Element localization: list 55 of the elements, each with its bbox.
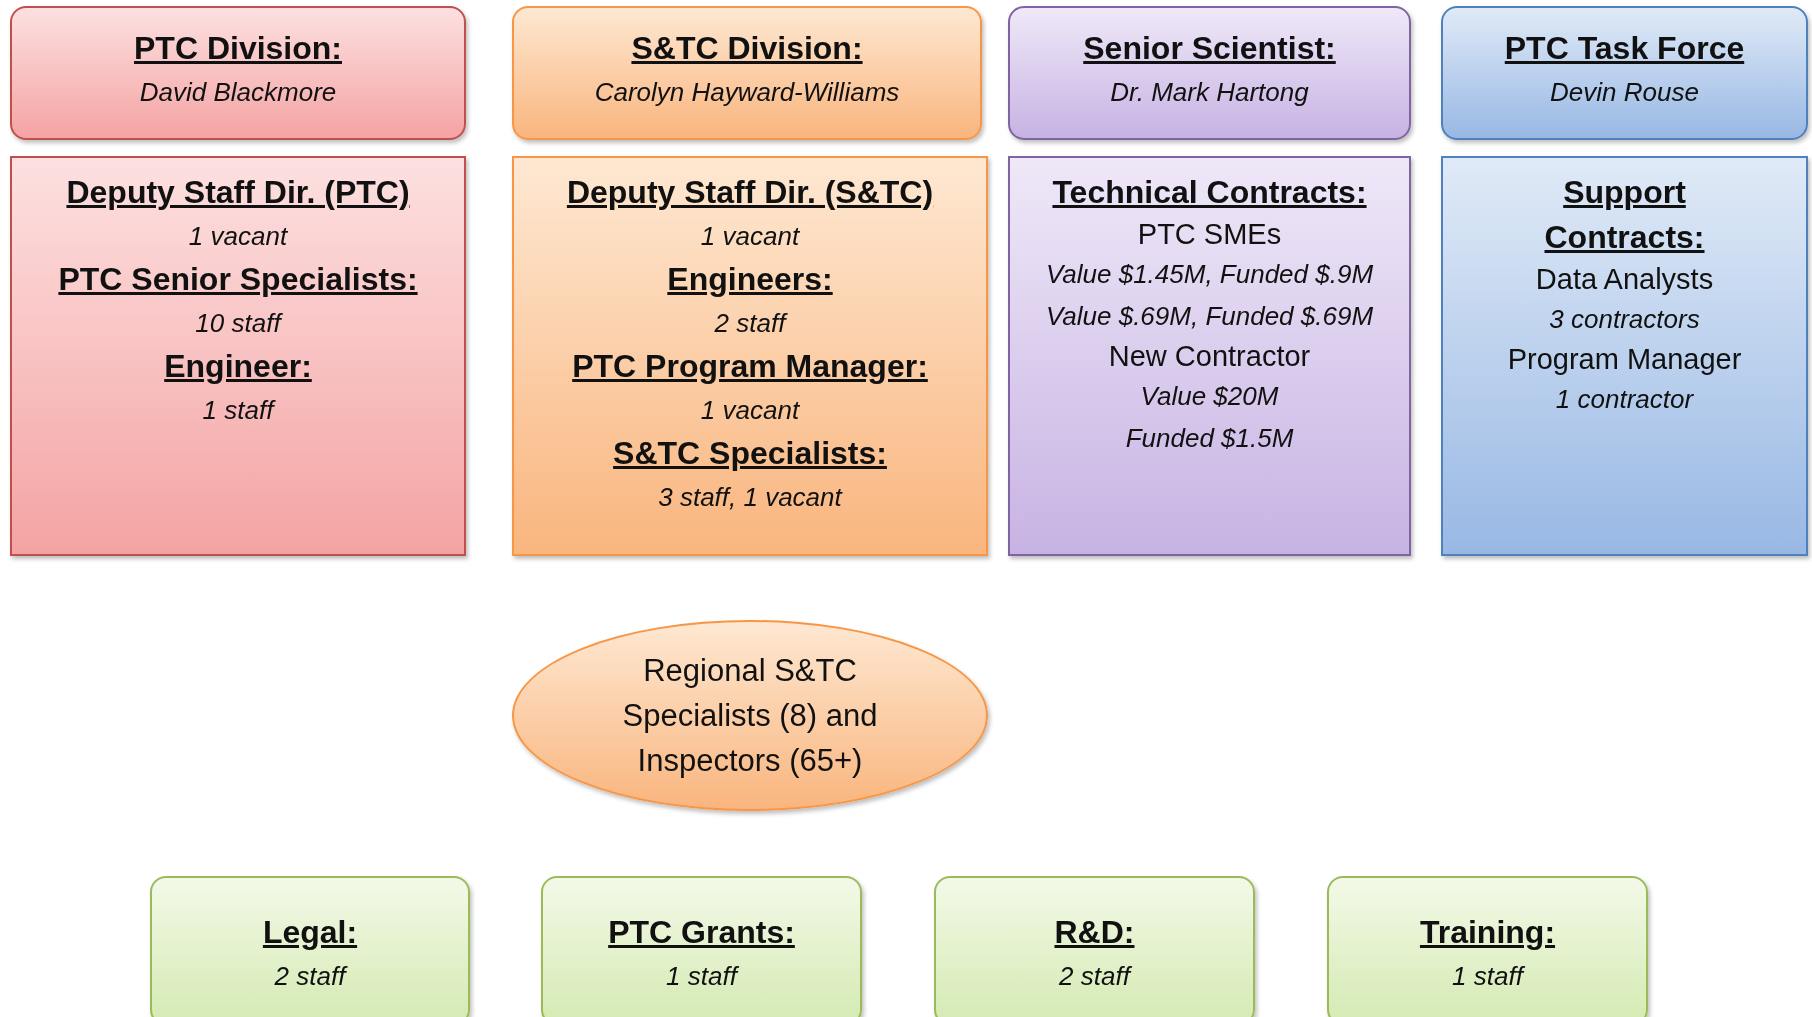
- heading: Senior Scientist:: [1083, 29, 1336, 68]
- heading: PTC Task Force: [1504, 29, 1745, 68]
- node-text: Regional S&TC Specialists (8) and Inspectors (65+): [621, 652, 879, 780]
- detail-text: Funded $1.5M: [1125, 422, 1294, 455]
- item-text: PTC SMEs: [1137, 217, 1282, 252]
- org-box: [1441, 156, 1808, 556]
- heading: PTC Program Manager:: [572, 347, 928, 386]
- org-box: [512, 156, 988, 556]
- detail-text: 1 vacant: [700, 220, 800, 253]
- heading: Technical Contracts:: [1052, 173, 1367, 212]
- detail-text: Dr. Mark Hartong: [1110, 76, 1309, 109]
- org-box: [10, 156, 466, 556]
- heading: Support Contracts:: [1543, 173, 1706, 257]
- detail-text: David Blackmore: [139, 76, 337, 109]
- heading: Engineer:: [164, 347, 312, 386]
- item-text: Program Manager: [1507, 342, 1742, 377]
- detail-text: 1 staff: [1452, 960, 1523, 993]
- org-box: [934, 876, 1255, 1017]
- heading: Deputy Staff Dir. (S&TC): [566, 173, 934, 212]
- heading: Training:: [1419, 913, 1556, 952]
- detail-text: 1 vacant: [188, 220, 288, 253]
- heading: Legal:: [262, 913, 358, 952]
- detail-text: Value $1.45M, Funded $.9M: [1045, 258, 1374, 291]
- item-text: Data Analysts: [1535, 262, 1714, 297]
- org-box: [1008, 156, 1411, 556]
- org-box: [1008, 6, 1411, 140]
- detail-text: 3 staff, 1 vacant: [658, 481, 842, 514]
- org-box: [10, 6, 466, 140]
- detail-text: 3 contractors: [1549, 303, 1700, 336]
- detail-text: 1 contractor: [1555, 383, 1694, 416]
- org-box: [1327, 876, 1648, 1017]
- detail-text: 1 vacant: [700, 394, 800, 427]
- heading: PTC Grants:: [608, 913, 795, 952]
- heading: Deputy Staff Dir. (PTC): [66, 173, 410, 212]
- detail-text: Value $.69M, Funded $.69M: [1045, 300, 1374, 333]
- detail-text: 2 staff: [1059, 960, 1130, 993]
- detail-text: 2 staff: [714, 307, 786, 340]
- heading: S&TC Division:: [631, 29, 863, 68]
- detail-text: 2 staff: [274, 960, 346, 993]
- detail-text: Value $20M: [1140, 380, 1279, 413]
- item-text: New Contractor: [1108, 339, 1311, 374]
- detail-text: Carolyn Hayward-Williams: [594, 76, 900, 109]
- heading: PTC Senior Specialists:: [58, 260, 418, 299]
- org-box: [541, 876, 862, 1017]
- detail-text: 1 staff: [202, 394, 274, 427]
- org-box: [150, 876, 470, 1017]
- heading: PTC Division:: [134, 29, 342, 68]
- detail-text: Devin Rouse: [1550, 76, 1699, 109]
- detail-text: 10 staff: [195, 307, 281, 340]
- heading: R&D:: [1054, 913, 1135, 952]
- org-box: [1441, 6, 1808, 140]
- detail-text: 1 staff: [666, 960, 737, 993]
- heading: Engineers:: [667, 260, 833, 299]
- heading: S&TC Specialists:: [613, 434, 887, 473]
- org-box: [512, 6, 982, 140]
